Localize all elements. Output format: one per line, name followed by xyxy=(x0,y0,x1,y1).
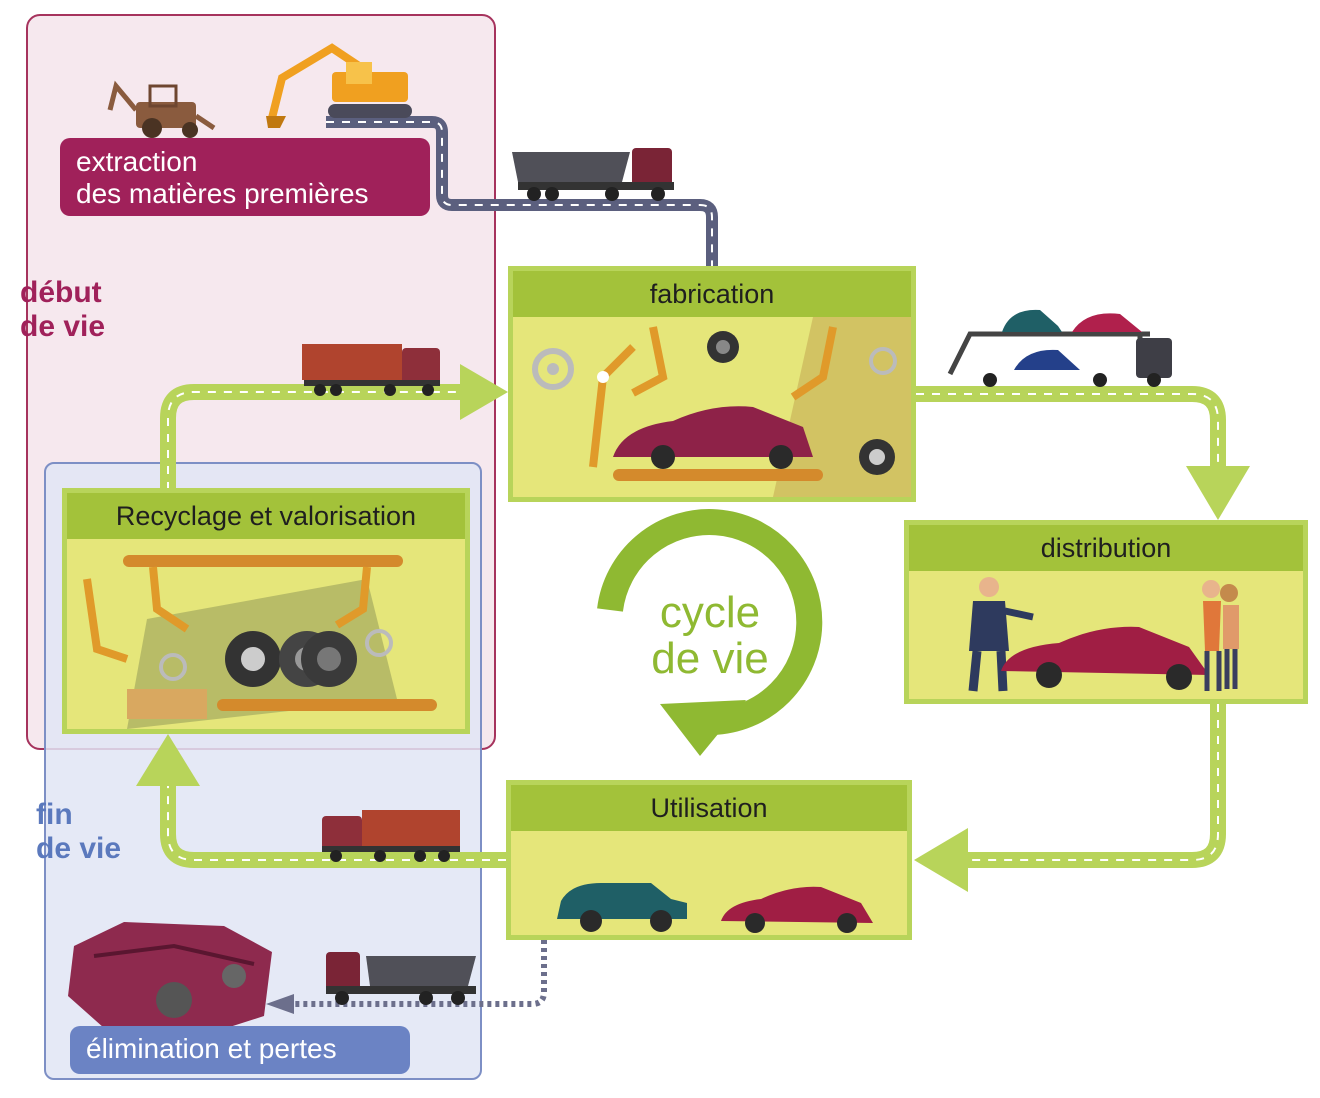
distribution-title: distribution xyxy=(909,525,1303,571)
manufacturing-title: fabrication xyxy=(513,271,911,317)
robot-arm-icon xyxy=(149,566,190,633)
box-truck-icon xyxy=(322,810,460,862)
disposal-step: élimination et pertes xyxy=(70,1026,410,1074)
arrow-use-to-recycling xyxy=(136,734,506,868)
car-icon xyxy=(1001,626,1209,690)
dump-truck-icon xyxy=(512,148,674,201)
distribution-step: distribution xyxy=(904,520,1308,704)
arrow-recycling-to-fabrication xyxy=(160,364,508,490)
use-step: Utilisation xyxy=(506,780,912,940)
robot-arm-icon xyxy=(334,566,371,629)
use-illustration xyxy=(511,831,907,935)
salesman-icon xyxy=(968,577,1034,692)
manufacturing-step: fabrication xyxy=(508,266,916,502)
distribution-illustration xyxy=(909,571,1303,699)
car-carrier-icon xyxy=(947,309,1172,387)
box-truck-icon xyxy=(302,344,440,396)
tire-icon xyxy=(707,331,739,363)
life-cycle-label: cycle de vie xyxy=(651,588,769,683)
use-title: Utilisation xyxy=(511,785,907,831)
tire-icon xyxy=(301,631,357,687)
manufacturing-illustration xyxy=(513,317,911,497)
recycling-step: Recyclage et valorisation xyxy=(62,488,470,734)
robot-arm-icon xyxy=(631,326,668,397)
couple-icon xyxy=(1202,580,1239,691)
extraction-step: extraction des matières premières xyxy=(60,138,430,216)
tire-icon xyxy=(859,439,895,475)
gear-icon xyxy=(869,347,897,375)
road-extraction-to-fabrication xyxy=(326,116,718,268)
end-of-life-label: fin de vie xyxy=(36,798,122,865)
excavator-icon xyxy=(266,43,412,128)
robot-arm-icon xyxy=(790,326,837,401)
recycling-title: Recyclage et valorisation xyxy=(67,493,465,539)
car-icon xyxy=(721,886,873,933)
arrow-use-to-disposal xyxy=(266,940,547,1014)
gear-icon xyxy=(532,348,574,390)
tire-icon xyxy=(225,631,281,687)
robot-arm-icon xyxy=(589,344,636,468)
crushed-car-icon xyxy=(68,922,272,1032)
backhoe-icon xyxy=(107,80,216,138)
car-icon xyxy=(557,883,687,932)
robot-arm-icon xyxy=(83,578,129,663)
arrow-fabrication-to-distribution xyxy=(916,386,1250,520)
dump-truck-icon xyxy=(326,952,476,1005)
gear-icon xyxy=(365,629,393,657)
recycling-illustration xyxy=(67,539,465,729)
gear-icon xyxy=(159,653,187,681)
arrow-distribution-to-use xyxy=(914,704,1226,892)
cycle-arrow-icon xyxy=(597,509,823,756)
car-icon xyxy=(613,406,813,469)
start-of-life-label: début de vie xyxy=(20,276,106,343)
